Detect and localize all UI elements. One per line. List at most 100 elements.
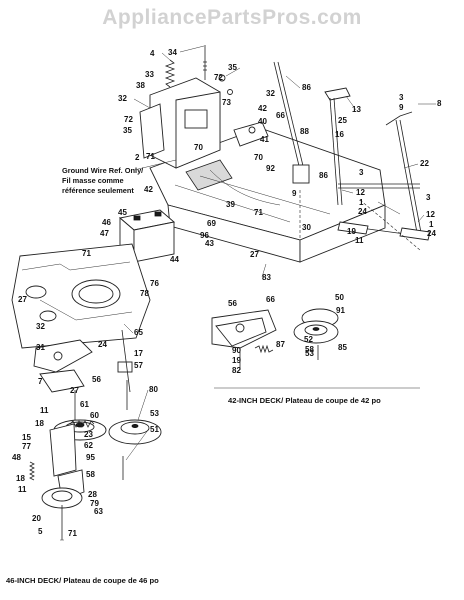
callout: 69 xyxy=(207,219,216,228)
callout: 2 xyxy=(135,153,140,162)
callout: 28 xyxy=(88,490,97,499)
callout: 58 xyxy=(305,345,314,354)
callout: 9 xyxy=(292,189,297,198)
callout: 15 xyxy=(22,433,31,442)
callout: 56 xyxy=(92,375,101,384)
callout: 53 xyxy=(305,349,314,358)
callout: 22 xyxy=(420,159,429,168)
callout: 72 xyxy=(214,73,223,82)
callout: 3 xyxy=(399,93,404,102)
ground-wire-note: Ground Wire Ref. Only/ Fil masse comme r… xyxy=(62,159,177,195)
callout: 27 xyxy=(70,386,79,395)
callout: 4 xyxy=(150,49,155,58)
callout: 71 xyxy=(82,249,91,258)
callout: 66 xyxy=(266,295,275,304)
callout: 13 xyxy=(352,105,361,114)
callout: 79 xyxy=(90,499,99,508)
callout: 25 xyxy=(338,116,347,125)
callout: 63 xyxy=(94,507,103,516)
note-line-2: Fil masse comme xyxy=(62,176,124,185)
callout: 52 xyxy=(304,335,313,344)
callout: 65 xyxy=(134,328,143,337)
callout: 17 xyxy=(134,349,143,358)
deck-42-assembly xyxy=(211,308,420,389)
callout: 66 xyxy=(276,111,285,120)
callout: 56 xyxy=(228,299,237,308)
callout: 44 xyxy=(170,255,179,264)
callout: 40 xyxy=(258,117,267,126)
watermark: AppliancePartsPros.com xyxy=(102,6,362,29)
callout: 60 xyxy=(90,411,99,420)
callout: 76 xyxy=(150,279,159,288)
callout: 31 xyxy=(36,343,45,352)
callout: 24 xyxy=(427,229,436,238)
callout: 18 xyxy=(35,419,44,428)
callout: 90 xyxy=(232,346,241,355)
callout: 47 xyxy=(100,229,109,238)
deck-46-assembly xyxy=(11,243,162,541)
callout: 19 xyxy=(232,356,241,365)
callout: 11 xyxy=(355,236,364,245)
callout: 73 xyxy=(222,98,231,107)
leader-lines xyxy=(123,45,436,461)
callout: 96 xyxy=(200,231,209,240)
callout: 92 xyxy=(266,164,275,173)
callout: 46 xyxy=(102,218,111,227)
callout: 42 xyxy=(258,104,267,113)
callout: 78 xyxy=(140,289,149,298)
callout: 18 xyxy=(16,474,25,483)
callout: 16 xyxy=(335,130,344,139)
callout: 71 xyxy=(146,152,155,161)
callout: 45 xyxy=(118,208,127,217)
callout: 48 xyxy=(12,453,21,462)
callout: 57 xyxy=(134,361,143,370)
note-line-1: Ground Wire Ref. Only/ xyxy=(62,166,143,175)
callout: 20 xyxy=(32,514,41,523)
callout: 35 xyxy=(228,63,237,72)
callout: 50 xyxy=(335,293,344,302)
callout: 86 xyxy=(319,171,328,180)
callout: 53 xyxy=(150,409,159,418)
callout: 30 xyxy=(302,223,311,232)
callout: 27 xyxy=(18,295,27,304)
callout: 24 xyxy=(98,340,107,349)
callout: 51 xyxy=(150,425,159,434)
callout: 72 xyxy=(124,115,133,124)
callout: 39 xyxy=(226,200,235,209)
callout: 5 xyxy=(38,527,43,536)
callout: 3 xyxy=(426,193,431,202)
callout: 24 xyxy=(358,207,367,216)
callout: 77 xyxy=(22,442,31,451)
callout: 23 xyxy=(84,430,93,439)
callouts: 4 34 33 38 35 72 32 86 73 72 35 32 2 71 … xyxy=(12,48,442,538)
caption-42-inch-deck: 42-INCH DECK/ Plateau de coupe de 42 po xyxy=(228,396,381,405)
callout: 88 xyxy=(300,127,309,136)
callout: 80 xyxy=(149,385,158,394)
callout: 19 xyxy=(347,227,356,236)
callout: 1 xyxy=(429,220,434,229)
callout: 42 xyxy=(144,185,153,194)
callout: 41 xyxy=(260,135,269,144)
callout: 32 xyxy=(266,89,275,98)
callout: 27 xyxy=(250,250,259,259)
callout: 7 xyxy=(38,377,43,386)
callout: 11 xyxy=(40,406,49,415)
callout: 95 xyxy=(86,453,95,462)
callout: 58 xyxy=(86,470,95,479)
callout: 9 xyxy=(399,103,404,112)
callout: 38 xyxy=(136,81,145,90)
callout: 43 xyxy=(205,239,214,248)
callout: 11 xyxy=(18,485,27,494)
callout: 70 xyxy=(254,153,263,162)
callout: 32 xyxy=(118,94,127,103)
callout: 87 xyxy=(276,340,285,349)
caption-46-inch-deck: 46-INCH DECK/ Plateau de coupe de 46 po xyxy=(6,576,159,585)
callout: 32 xyxy=(36,322,45,331)
callout: 61 xyxy=(80,400,89,409)
callout: 12 xyxy=(426,210,435,219)
callout: 33 xyxy=(145,70,154,79)
callout: 85 xyxy=(338,343,347,352)
callout: 83 xyxy=(262,273,271,282)
callout: 91 xyxy=(336,306,345,315)
